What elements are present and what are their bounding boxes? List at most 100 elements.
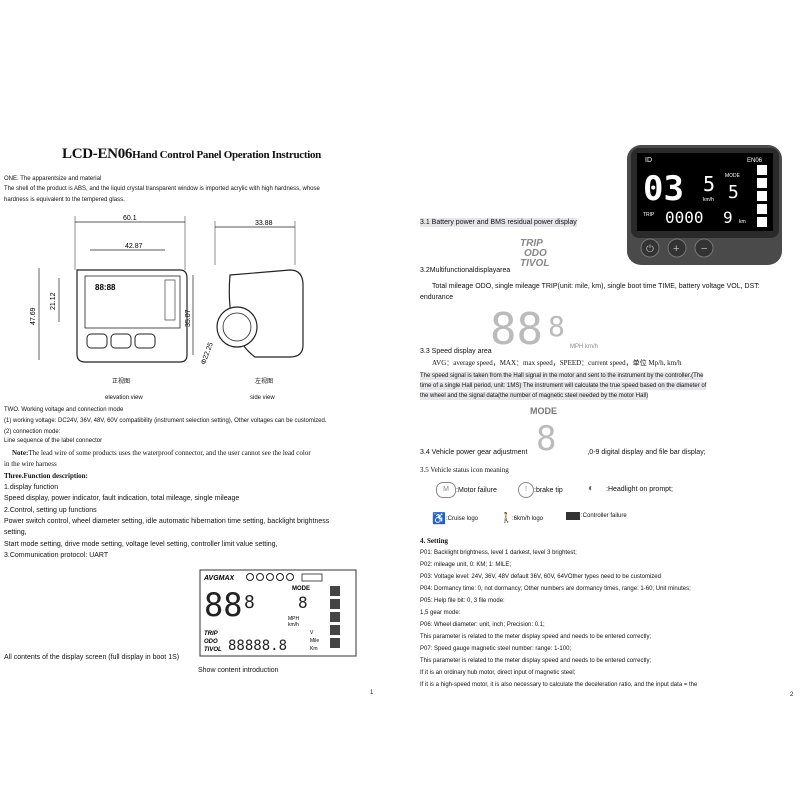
p07-line-3: If it is an ordinary hub motor, direct i… (420, 670, 576, 676)
lcd-mode-digit: 8 (298, 593, 308, 612)
multifunction-labels-graphic: TRIP ODO TIVOL (520, 238, 549, 269)
right-page: EN06 ID 03 5 km/h MODE 5 TRIP 0000 9 km … (420, 0, 800, 800)
headlight-icon: ◐ (588, 483, 595, 494)
walk-assist-label: :6km/h logo (512, 516, 544, 522)
material-paragraph-1: The shell of the product is ABS, and the… (4, 186, 320, 192)
working-voltage: (1) working voltage: DC24V, 36V, 48V, 60… (4, 418, 327, 424)
icon-headlight-row: ◐ :Headlight on prompt; (588, 482, 673, 496)
odo-graphic: ODO (524, 248, 547, 259)
lcd-mode-label: MODE (292, 586, 310, 592)
controller-failure-label: :Controller failure (581, 513, 627, 519)
title-model: LCD-EN06 (62, 146, 133, 162)
motor-failure-label: :Motor failure (456, 486, 497, 494)
minus-button[interactable] (694, 238, 714, 258)
speed-digits-graphic: 88 (490, 304, 543, 352)
lcd-odo: ODO (204, 639, 218, 645)
page-title: LCD-EN06Hand Control Panel Operation Ins… (62, 146, 321, 163)
cruise-icon: ♿ (432, 513, 446, 525)
p07-line-2: This parameter is related to the meter d… (420, 658, 652, 664)
section-two-heading: TWO. Working voltage and connection mode (4, 407, 124, 413)
elevation-lcd-digits: 88:88 (95, 283, 116, 292)
left-page: LCD-EN06Hand Control Panel Operation Ins… (4, 146, 374, 696)
dim-screen-width: 42.87 (125, 243, 143, 250)
multifunction-text-1: Total mileage ODO, single mileage TRIP(u… (432, 283, 760, 290)
speed-text-2: time of a single Hall period, unit: 1MS)… (420, 382, 707, 390)
note-text: The lead wire of some products uses the … (28, 449, 311, 457)
gear-display-graphic: MODE 8 (530, 406, 557, 454)
controller-failure-icon (566, 512, 580, 520)
p06-line: P06: Wheel diameter: unit, inch; Precisi… (420, 622, 545, 628)
note-text-2: in the wire harness (4, 460, 57, 468)
minus-icon: − (701, 243, 707, 255)
p02-line: P02: mileage unit, 0: KM; 1: MILE; (420, 562, 512, 568)
plus-icon: + (673, 243, 679, 255)
plus-button[interactable] (667, 238, 687, 258)
p04-line: P04: Dormancy time: 0, not dormancy; Oth… (420, 586, 691, 592)
page-number-right: 2 (790, 692, 794, 698)
display-function-heading: 1.display function (4, 484, 59, 491)
title-rest: Hand Control Panel Operation Instruction (132, 149, 321, 161)
device-trip-icon: ID (645, 157, 652, 164)
power-icon: ⏻ (646, 244, 654, 255)
lcd-v: V (310, 630, 314, 636)
control-heading: 2.Control, setting up functions (4, 507, 97, 514)
headlight-label: :Headlight on prompt; (606, 485, 673, 493)
gear-adjustment-label: 3.4 Vehicle power gear adjustment (420, 449, 528, 456)
dim-side-width: 33.88 (255, 220, 273, 227)
control-text-3: Start mode setting, drive mode setting, … (4, 541, 278, 548)
icon-brake-row: ! :brake tip (518, 482, 563, 498)
device-trip-label: TRIP (643, 212, 655, 218)
note-label: Note: (12, 449, 29, 457)
show-content-caption: Show content introduction (198, 667, 279, 674)
device-odo: 0000 (665, 208, 704, 227)
dim-width: 60.1 (123, 215, 137, 222)
cruise-label: :Cruise logo (446, 516, 479, 522)
section-3-4: 3.4 Vehicle power gear adjustment ,0-9 d… (420, 448, 706, 457)
p05-line: P05: Help file bit: 0, 3 file mode: (420, 598, 505, 604)
lcd-mph: MPH (288, 616, 300, 622)
brake-tip-label: :brake tip (534, 486, 563, 494)
icon-motor-row: M :Motor failure (436, 482, 497, 498)
multifunction-text-2: endurance (420, 294, 454, 301)
page-number: 1 (370, 690, 374, 696)
p07-line-4: If it is a high-speed motor, it is also … (420, 682, 698, 688)
all-contents-caption: All contents of the display screen (full… (4, 654, 180, 661)
speed-text-1: The speed signal is taken from the Hall … (420, 372, 704, 380)
note-line: Note:The lead wire of some products uses… (12, 449, 311, 458)
speed-text-3: the wheel and the signal data(the number… (420, 392, 649, 400)
lcd-full-display-diagram: AVGMAX 88 8 MODE 8 MPH km/h TRIP ODO TIV… (199, 569, 357, 657)
device-mode-value: 5 (728, 182, 739, 203)
icon-controller-row: :Controller failure (566, 512, 627, 520)
lcd-mile: Mile (310, 638, 319, 644)
lcd-odo-digits: 88888.8 (228, 638, 287, 654)
device-brand: EN06 (747, 158, 763, 164)
section-one-heading: ONE. The apparentsize and material (4, 176, 102, 182)
section-3-1: 3.1 Battery power and BMS residual power… (420, 218, 577, 227)
lcd-trip: TRIP (204, 631, 219, 637)
device-speed-unit: km/h (703, 197, 714, 203)
material-paragraph-2: hardness is equivalent to the tempered g… (4, 197, 125, 203)
p05-line-2: 1,5 gear mode: (420, 610, 461, 616)
lcd-speed-digits: 88 (204, 586, 243, 624)
device-odo-unit: km (739, 219, 746, 225)
walk-icon: 🚶 (500, 513, 513, 524)
icon-kmh-row: 🚶 :6km/h logo (500, 512, 543, 526)
section-three-heading: Three.Function description: (4, 472, 88, 480)
device-speed: 03 (643, 169, 684, 209)
icon-cruise-row: ♿ :Cruise logo (432, 512, 478, 526)
lcd-km: Km (310, 646, 318, 652)
side-view-drawing: 33.88 35.07 Φ22.25 (185, 220, 304, 366)
control-text-2: setting, (4, 529, 27, 536)
dim-mount-height: 35.07 (185, 309, 192, 327)
p03-line: P03: Voltage level: 24V, 36V, 48V defaul… (420, 574, 661, 580)
power-button[interactable] (640, 238, 660, 258)
side-caption: side view (250, 395, 275, 401)
section-3-3: 3.3 Speed display area (420, 348, 492, 355)
gear-mode-graphic: MODE (530, 406, 557, 416)
device-photo: EN06 ID 03 5 km/h MODE 5 TRIP 0000 9 km … (627, 145, 782, 265)
speed-display-graphic: 88 8 MPH km/h (490, 304, 598, 352)
speed-unit-graphic: MPH km/h (570, 344, 598, 350)
setting-heading: 4. Setting (420, 537, 448, 545)
lcd-decimal-digit: 8 (244, 592, 255, 613)
connection-mode: (2) connection mode: (4, 429, 61, 435)
